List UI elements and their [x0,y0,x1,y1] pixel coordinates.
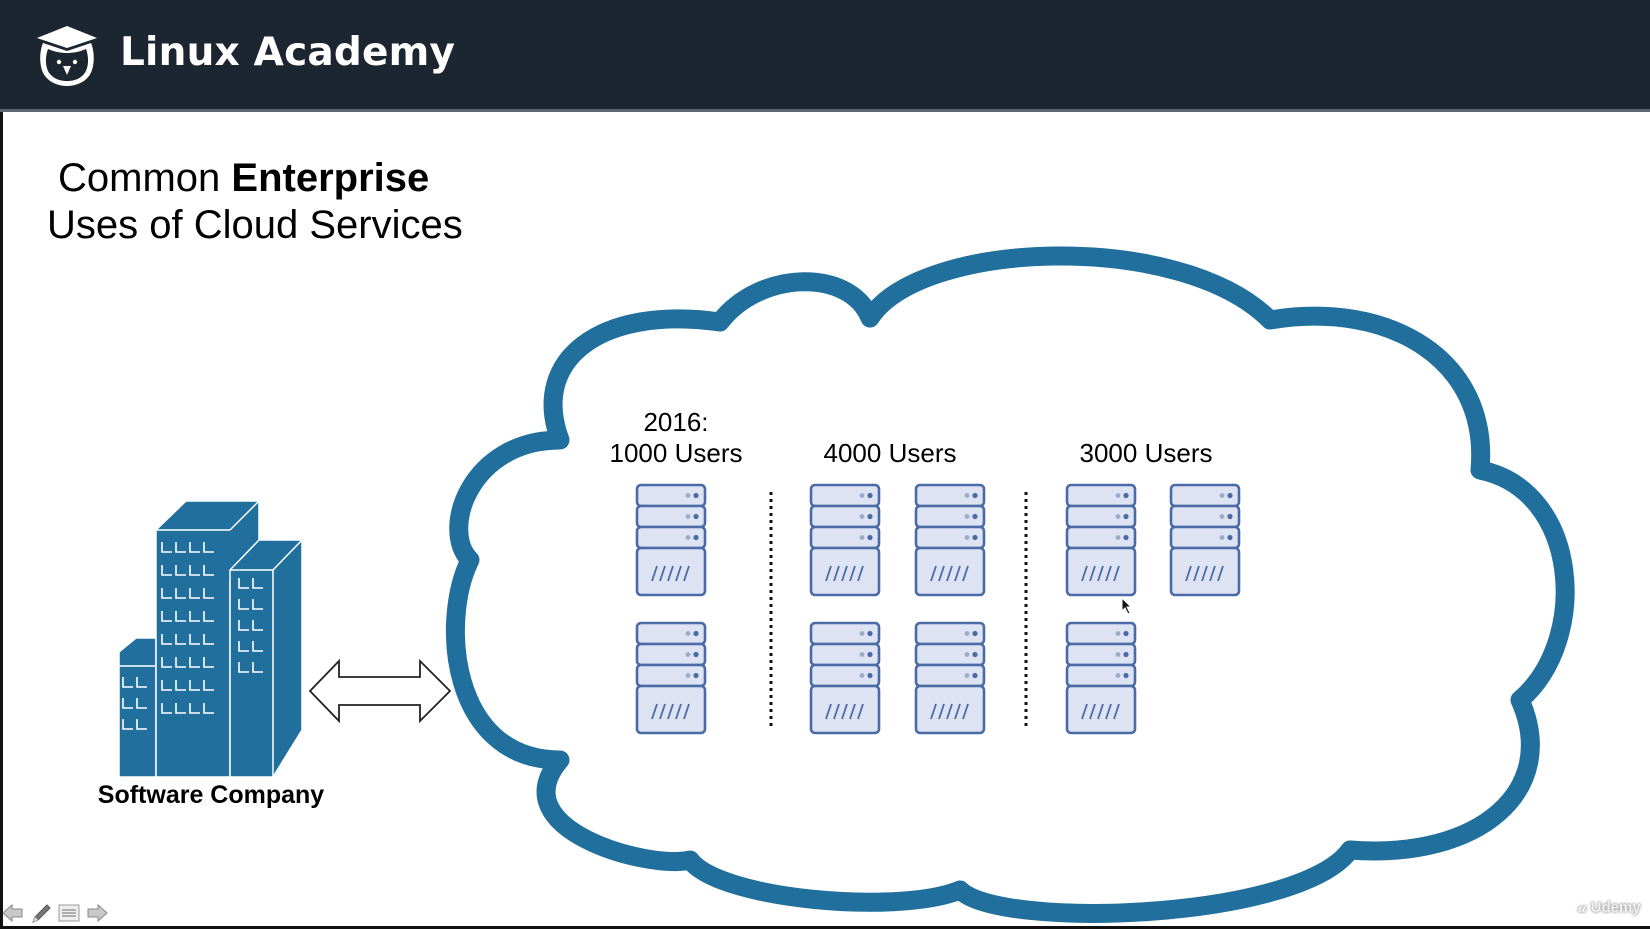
company-label: Software Company [97,781,325,809]
server-icon [914,483,986,597]
pen-icon[interactable] [30,903,52,923]
udemy-watermark: 𝓊 Udemy [1578,899,1641,916]
server-icon [1065,483,1137,597]
office-buildings-icon [118,500,303,778]
cloud-shape [446,246,1575,923]
udemy-logo-icon: 𝓊 [1578,899,1587,916]
group-label-1000-users: 1000 Users [609,438,743,468]
server-racks [635,483,1241,735]
slide-title-line1: Common Enterprise [58,156,429,201]
double-arrow-icon [308,658,452,724]
header-bar: Linux Academy [0,0,1650,112]
server-icon [635,483,707,597]
group-label-year: 2016: [643,407,709,437]
bottom-border [0,926,1650,929]
player-controls [2,902,108,924]
title-bold: Enterprise [231,156,430,200]
owl-graduation-cap-icon [37,26,97,86]
header-divider [0,109,1650,112]
group-label-4000-users: 4000 Users [823,438,957,468]
watermark-text: Udemy [1590,899,1641,916]
arrow-left-icon[interactable] [2,903,24,923]
group-label-3000-users: 3000 Users [1079,438,1213,468]
mouse-cursor-icon [1121,597,1133,615]
server-icon [809,483,881,597]
slide-title-line2: Uses of Cloud Services [47,203,463,247]
server-icon [635,621,707,735]
arrow-right-icon[interactable] [86,903,108,923]
server-icon [914,621,986,735]
server-icon [809,621,881,735]
brand-name: Linux Academy [120,30,456,75]
title-regular: Common [58,156,221,200]
menu-icon[interactable] [58,903,80,923]
server-icon [1169,483,1241,597]
server-icon [1065,621,1137,735]
